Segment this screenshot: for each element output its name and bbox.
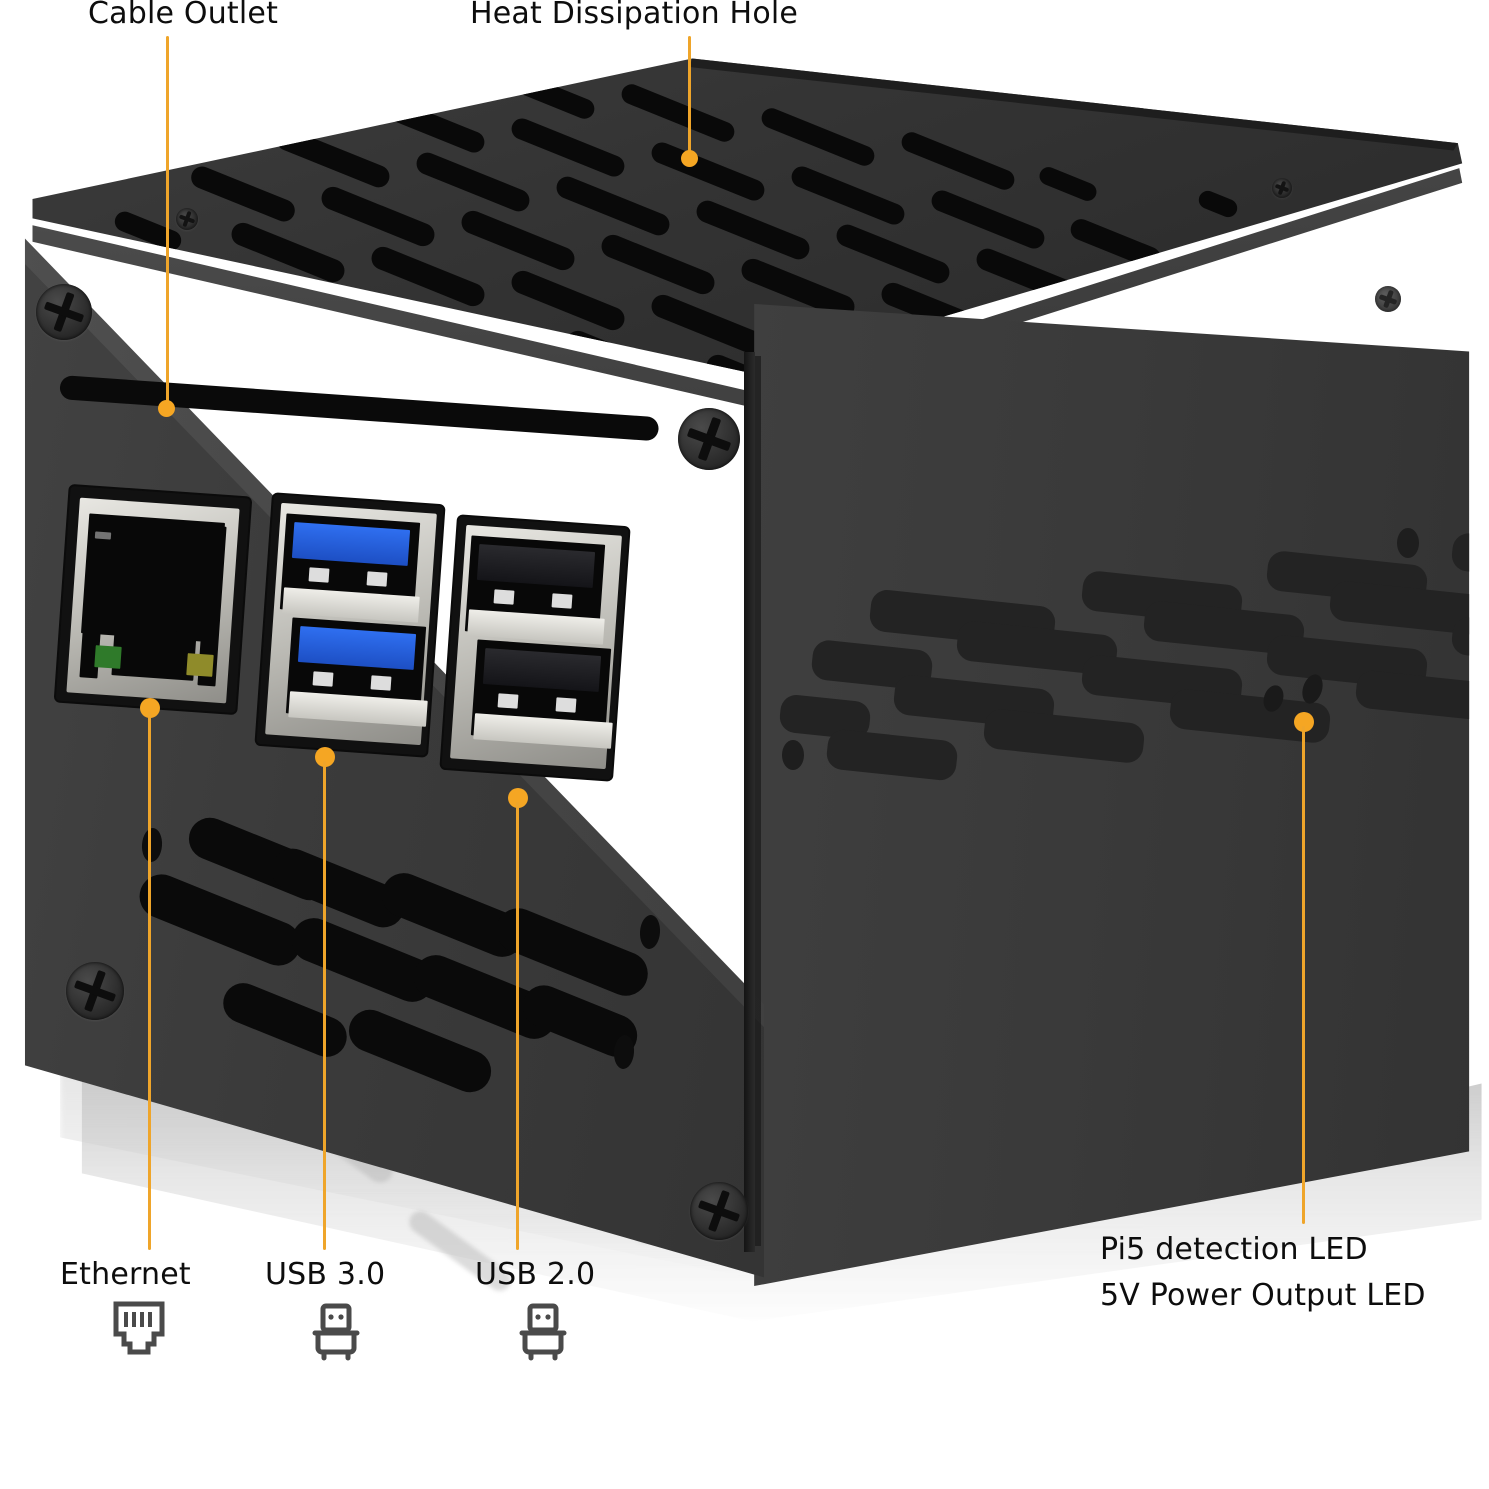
- case-right-panel: [754, 303, 1470, 1287]
- leader-line-led: [1302, 726, 1305, 1224]
- usb-plug-icon: [310, 1303, 362, 1365]
- screw-bottom-center: [690, 1182, 748, 1240]
- label-pi5-detection-led: Pi5 detection LED: [1100, 1232, 1368, 1267]
- screw-top-lid-right: [1272, 178, 1292, 198]
- screw-top-left: [36, 284, 92, 340]
- screw-top-lid-left: [176, 208, 198, 230]
- callout-dot-usb2: [508, 788, 528, 808]
- leader-line-heat-hole: [688, 36, 691, 158]
- callout-dot-heat-hole: [681, 150, 698, 167]
- io-port-cluster: [55, 470, 655, 830]
- label-heat-dissipation-hole: Heat Dissipation Hole: [470, 0, 799, 31]
- label-power-output-led: 5V Power Output LED: [1100, 1278, 1426, 1313]
- ethernet-rj45-icon: [108, 1300, 170, 1364]
- callout-dot-usb3: [315, 747, 335, 767]
- leader-line-usb3: [323, 761, 326, 1250]
- leader-line-ethernet: [148, 712, 151, 1250]
- usb-plug-icon: [517, 1303, 569, 1365]
- screw-top-right-edge: [1375, 286, 1401, 312]
- label-ethernet: Ethernet: [60, 1257, 191, 1292]
- leader-line-usb2: [516, 802, 519, 1250]
- case-corner-seam: [744, 352, 755, 1252]
- label-usb3: USB 3.0: [265, 1257, 386, 1292]
- callout-dot-cable-outlet: [158, 400, 175, 417]
- leader-line-cable-outlet: [166, 36, 169, 408]
- callout-dot-led: [1294, 712, 1314, 732]
- label-usb2: USB 2.0: [475, 1257, 596, 1292]
- case-corner-seam-inner: [755, 356, 761, 1246]
- callout-dot-ethernet: [140, 698, 160, 718]
- screw-center: [678, 408, 740, 470]
- label-cable-outlet: Cable Outlet: [88, 0, 279, 31]
- screw-bottom-left: [66, 962, 124, 1020]
